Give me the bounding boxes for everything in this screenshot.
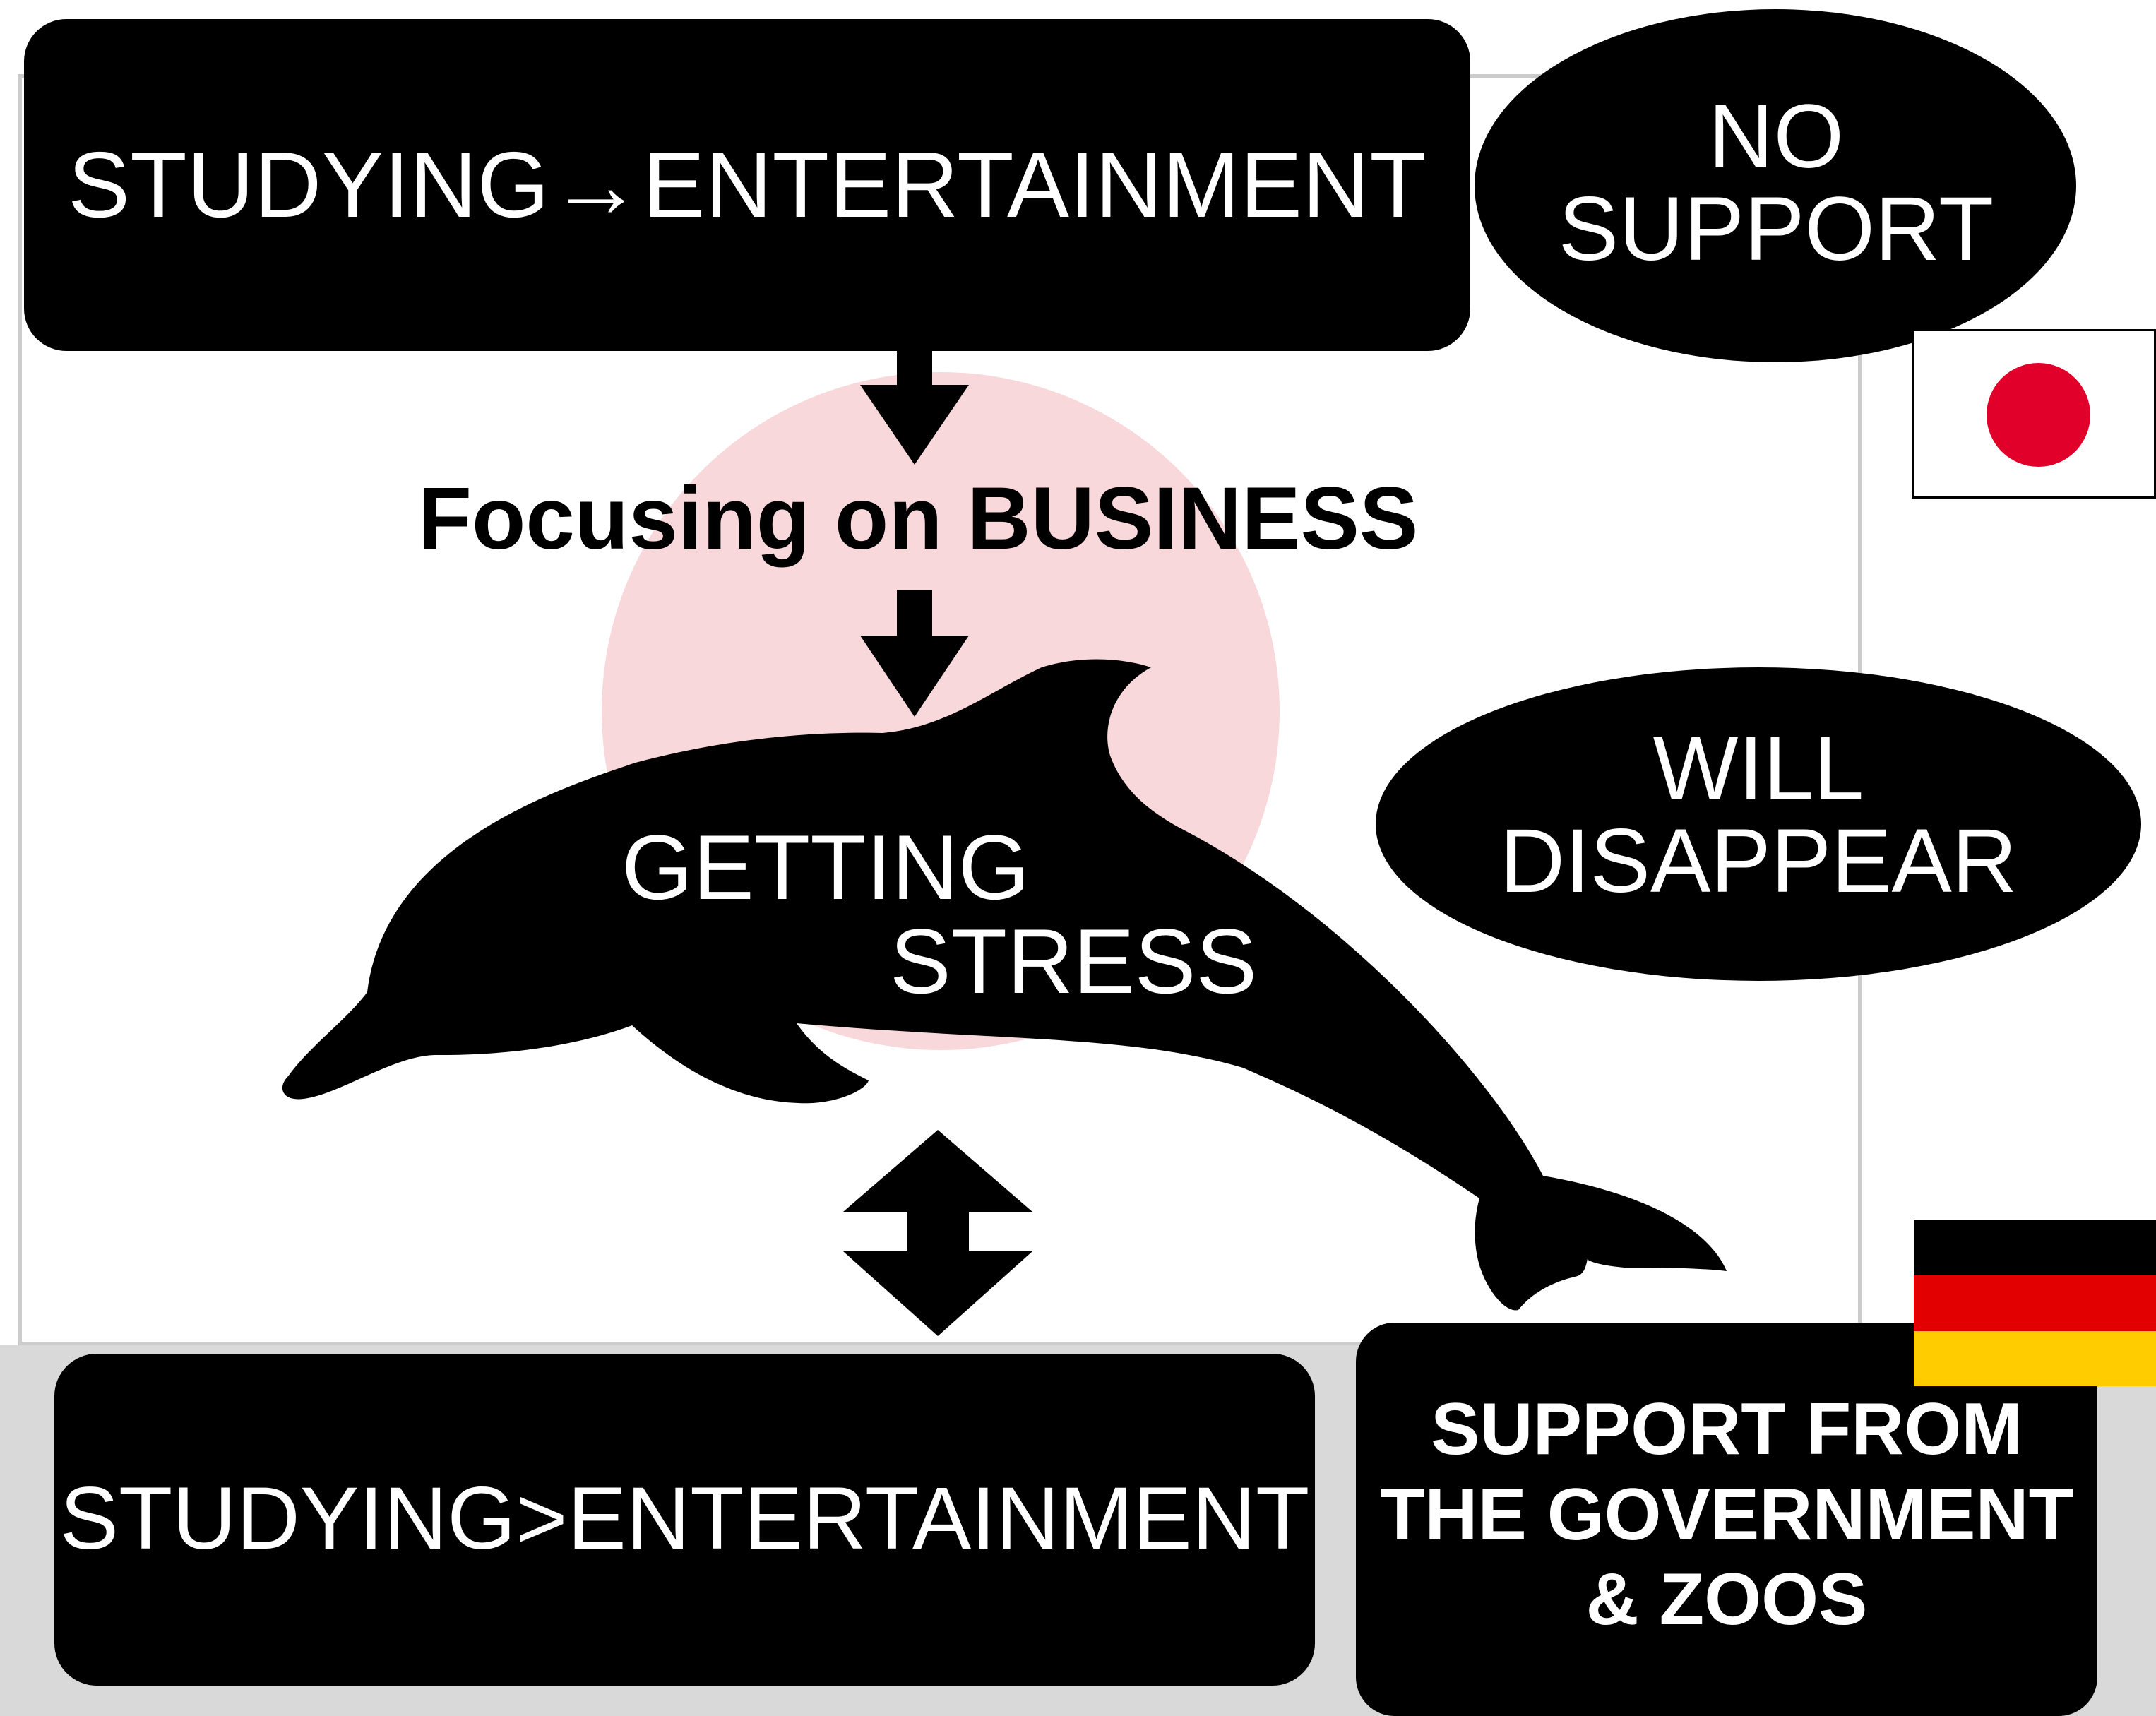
support-box <box>1356 1323 2097 1716</box>
support-line1: SUPPORT FROM <box>1431 1388 2023 1471</box>
no-support-ellipse <box>1475 9 2076 362</box>
germany-flag-stripe-gold <box>1914 1331 2156 1386</box>
focus-label: Focusing on BUSINESS <box>353 466 1483 572</box>
double-arrow <box>843 1130 1032 1336</box>
will-disappear-label: WILL DISAPPEAR <box>1441 706 2076 925</box>
japan-flag <box>1912 329 2156 499</box>
top-box <box>24 19 1470 351</box>
germany-flag-stripe-black <box>1914 1220 2156 1275</box>
bottom-box-text: STUDYING>ENTERTAINMENT <box>59 1470 1310 1568</box>
down-arrow-2 <box>860 590 969 717</box>
germany-flag-stripe-red <box>1914 1275 2156 1331</box>
no-support-label: NO SUPPORT <box>1508 71 2044 297</box>
support-line2: THE GOVERNMENT <box>1379 1473 2074 1556</box>
focus-text: Focusing on BUSINESS <box>417 470 1419 568</box>
top-box-label: STUDYING→ENTERTAINMENT <box>24 19 1470 351</box>
dolphin-silhouette <box>282 659 1727 1311</box>
support-box-label: SUPPORT FROM THE GOVERNMENT & ZOOS <box>1356 1384 2097 1645</box>
down-arrow-1 <box>860 351 969 465</box>
bottom-box <box>54 1354 1315 1686</box>
dolphin-label: GETTING STRESS <box>607 798 1314 1031</box>
no-support-line2: SUPPORT <box>1558 179 1994 280</box>
will-disappear-ellipse <box>1376 667 2141 981</box>
japan-flag-disc <box>1987 363 2090 467</box>
support-line3: & ZOOS <box>1585 1559 1868 1641</box>
no-support-line1: NO <box>1708 86 1844 188</box>
bottom-box-label: STUDYING>ENTERTAINMENT <box>54 1354 1315 1686</box>
dolphin-line2: STRESS <box>890 910 1258 1013</box>
germany-flag <box>1914 1220 2156 1386</box>
top-box-text: STUDYING→ENTERTAINMENT <box>68 132 1427 237</box>
will-disappear-line1: WILL <box>1652 718 1864 820</box>
dolphin-line1: GETTING <box>621 816 1030 919</box>
will-disappear-line2: DISAPPEAR <box>1499 811 2018 912</box>
